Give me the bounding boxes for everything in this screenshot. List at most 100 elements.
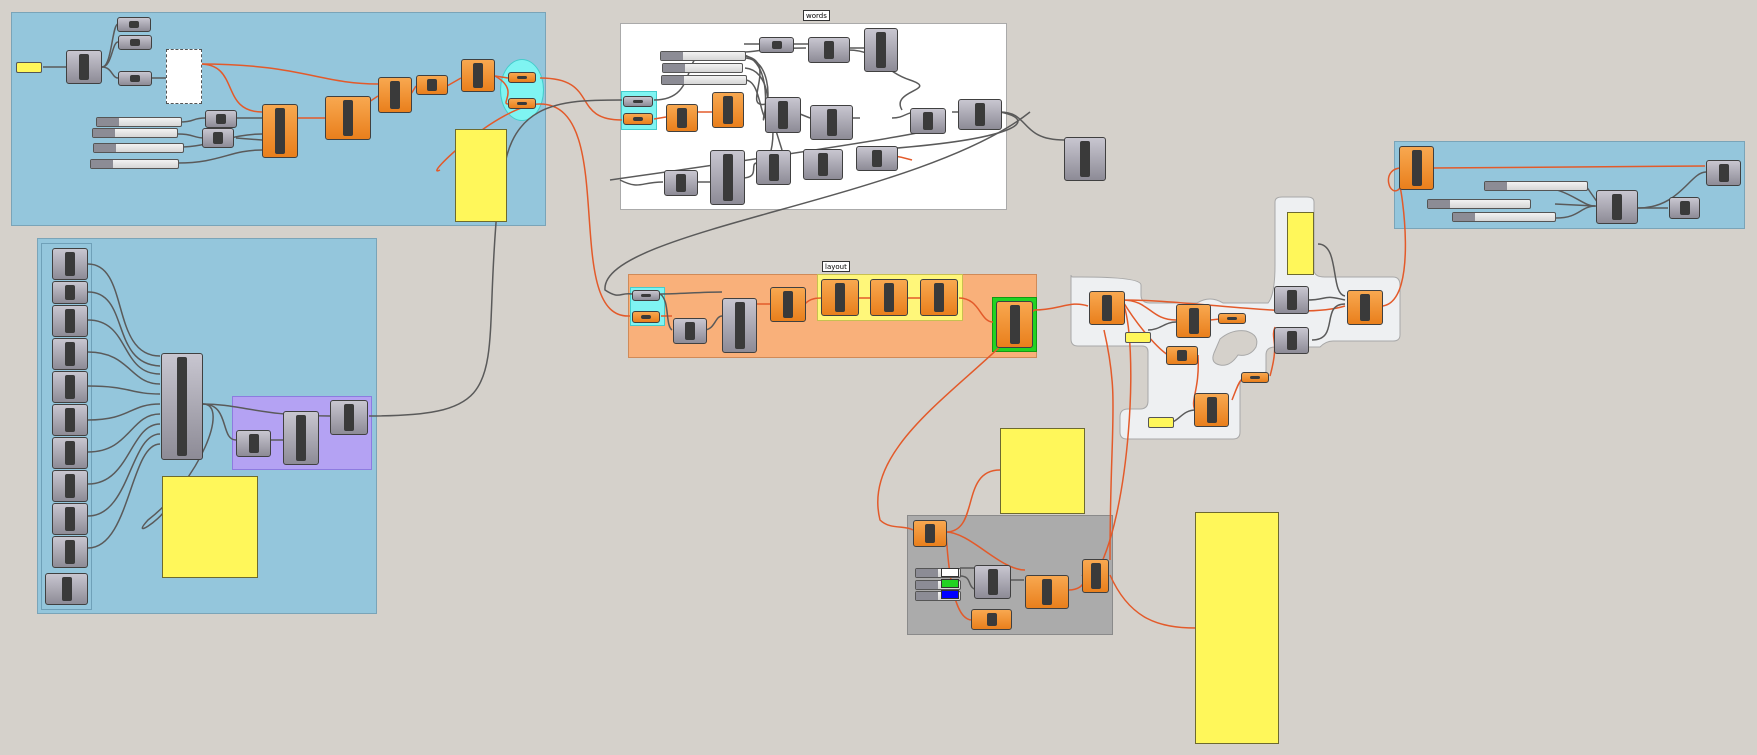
component-node[interactable] <box>202 128 234 148</box>
component-node[interactable] <box>1194 393 1229 427</box>
component-node[interactable] <box>623 113 653 125</box>
component-node[interactable] <box>864 28 898 72</box>
component-node[interactable] <box>378 77 412 113</box>
component-node[interactable] <box>52 470 88 502</box>
component-node[interactable] <box>508 98 536 109</box>
component-node[interactable] <box>673 318 707 344</box>
component-node[interactable] <box>1347 290 1383 325</box>
number-slider[interactable] <box>1452 212 1556 222</box>
component-node[interactable] <box>1274 327 1309 354</box>
component-node[interactable] <box>461 59 495 92</box>
component-node[interactable] <box>1089 291 1125 325</box>
boolean-toggle[interactable] <box>16 62 42 73</box>
component-node[interactable] <box>1025 575 1069 609</box>
component-node[interactable] <box>756 150 791 185</box>
component-node[interactable] <box>996 301 1033 348</box>
component-node[interactable] <box>712 92 744 128</box>
number-slider[interactable] <box>1484 181 1588 191</box>
component-node[interactable] <box>416 75 448 95</box>
yellow-panel[interactable] <box>1000 428 1085 514</box>
component-node[interactable] <box>808 37 850 63</box>
component-node[interactable] <box>971 609 1012 630</box>
number-slider[interactable] <box>662 63 743 73</box>
component-node[interactable] <box>821 279 859 316</box>
component-node[interactable] <box>974 565 1011 599</box>
component-node[interactable] <box>262 104 298 158</box>
component-node[interactable] <box>1176 304 1211 338</box>
number-slider[interactable] <box>660 51 746 61</box>
boolean-toggle[interactable] <box>1125 332 1151 343</box>
component-node[interactable] <box>236 430 271 457</box>
component-node[interactable] <box>664 170 698 196</box>
number-slider[interactable] <box>915 568 961 578</box>
group-label-words: words <box>803 10 830 21</box>
component-node[interactable] <box>1241 372 1269 383</box>
component-node[interactable] <box>118 35 152 50</box>
component-node[interactable] <box>632 311 660 323</box>
component-node[interactable] <box>66 50 102 84</box>
component-node[interactable] <box>623 96 653 107</box>
component-node[interactable] <box>1706 160 1741 186</box>
number-slider[interactable] <box>96 117 182 127</box>
component-node[interactable] <box>910 108 946 134</box>
component-node[interactable] <box>803 149 843 180</box>
component-node[interactable] <box>1274 286 1309 314</box>
component-node[interactable] <box>52 371 88 403</box>
number-slider[interactable] <box>915 580 961 590</box>
component-node[interactable] <box>913 520 947 547</box>
component-node[interactable] <box>920 279 958 316</box>
component-node[interactable] <box>52 503 88 535</box>
component-node[interactable] <box>52 437 88 469</box>
number-slider[interactable] <box>92 128 178 138</box>
number-slider[interactable] <box>93 143 184 153</box>
component-node[interactable] <box>1218 313 1246 324</box>
component-node[interactable] <box>810 105 853 140</box>
component-node[interactable] <box>52 404 88 436</box>
number-slider[interactable] <box>915 591 961 601</box>
component-node[interactable] <box>283 411 319 465</box>
component-node[interactable] <box>52 338 88 370</box>
component-node[interactable] <box>722 298 757 353</box>
yellow-panel[interactable] <box>1287 212 1314 275</box>
component-node[interactable] <box>1669 197 1700 219</box>
component-node[interactable] <box>118 71 152 86</box>
color-swatch-white[interactable] <box>941 568 959 577</box>
group-label-layout: layout <box>822 261 850 272</box>
component-node[interactable] <box>770 287 806 322</box>
component-node[interactable] <box>161 353 203 460</box>
boolean-toggle[interactable] <box>1148 417 1174 428</box>
component-node[interactable] <box>1082 559 1109 593</box>
component-node[interactable] <box>325 96 371 140</box>
number-slider[interactable] <box>661 75 747 85</box>
component-node[interactable] <box>205 110 237 128</box>
yellow-panel[interactable] <box>1195 512 1279 744</box>
component-node[interactable] <box>856 146 898 171</box>
component-node[interactable] <box>330 400 368 435</box>
component-node[interactable] <box>765 97 801 133</box>
yellow-panel[interactable] <box>162 476 258 578</box>
yellow-panel[interactable] <box>455 129 507 222</box>
color-swatch-green[interactable] <box>941 579 959 588</box>
number-slider[interactable] <box>1427 199 1531 209</box>
component-node[interactable] <box>117 17 151 32</box>
component-node[interactable] <box>710 150 745 205</box>
component-node[interactable] <box>870 279 908 316</box>
component-node[interactable] <box>1399 146 1434 190</box>
component-node[interactable] <box>52 248 88 280</box>
component-node[interactable] <box>632 290 660 301</box>
color-swatch-blue[interactable] <box>941 590 959 599</box>
component-node[interactable] <box>1166 346 1198 365</box>
component-node[interactable] <box>1596 190 1638 224</box>
component-node[interactable] <box>52 536 88 568</box>
component-node[interactable] <box>1064 137 1106 181</box>
component-node[interactable] <box>759 37 794 53</box>
component-node[interactable] <box>958 99 1002 130</box>
component-node[interactable] <box>666 104 698 132</box>
component-node[interactable] <box>45 573 88 605</box>
number-slider[interactable] <box>90 159 179 169</box>
empty-panel[interactable] <box>166 49 202 104</box>
component-node[interactable] <box>52 281 88 304</box>
component-node[interactable] <box>508 72 536 83</box>
component-node[interactable] <box>52 305 88 337</box>
